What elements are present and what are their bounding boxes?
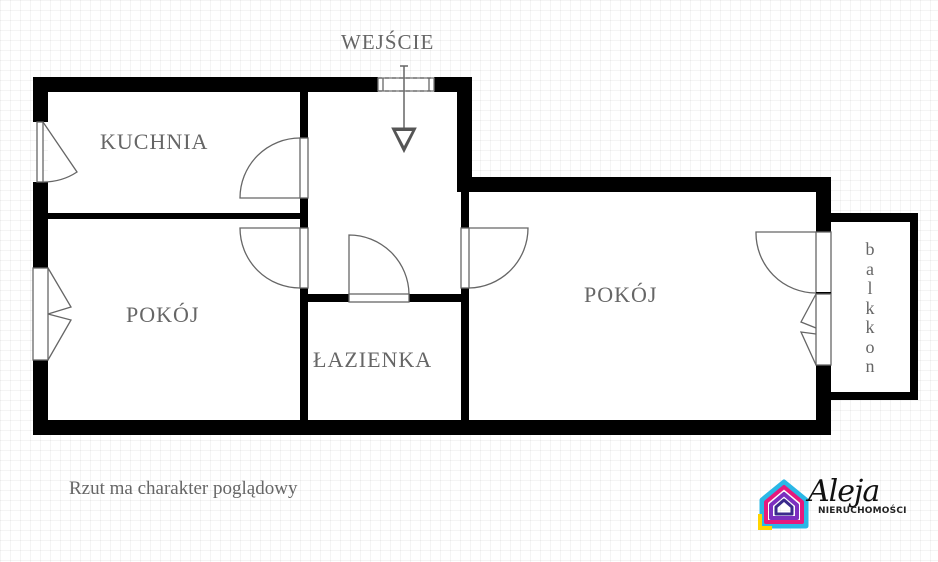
balcony-letter: b (865, 239, 875, 259)
room-label-left-room: POKÓJ (126, 302, 200, 327)
balcony-letter: o (865, 336, 875, 357)
balcony-letter: l (867, 278, 873, 298)
entrance-label: WEJŚCIE (341, 30, 435, 54)
exterior-walls (33, 77, 918, 435)
company-logo: Aleja NIERUCHOMOŚCI (758, 474, 918, 532)
disclaimer-text: Rzut ma charakter poglądowy (69, 478, 298, 499)
house-logo-icon (758, 479, 809, 530)
balcony-letter: k (865, 317, 875, 337)
interior-walls (48, 92, 469, 420)
logo-subtitle: NIERUCHOMOŚCI (818, 506, 907, 516)
openings (32, 65, 832, 366)
room-fills (48, 92, 911, 422)
room-label-right-room: POKÓJ (584, 282, 658, 307)
balcony-letter: a (866, 258, 874, 279)
logo-script-text: Aleja (808, 474, 880, 509)
balcony-label: b a l k k o n (858, 239, 882, 377)
room-label-kitchen: KUCHNIA (100, 129, 209, 154)
balcony-letter: n (865, 356, 875, 376)
room-label-bathroom: ŁAZIENKA (313, 347, 433, 372)
balcony-letter: k (865, 297, 875, 318)
